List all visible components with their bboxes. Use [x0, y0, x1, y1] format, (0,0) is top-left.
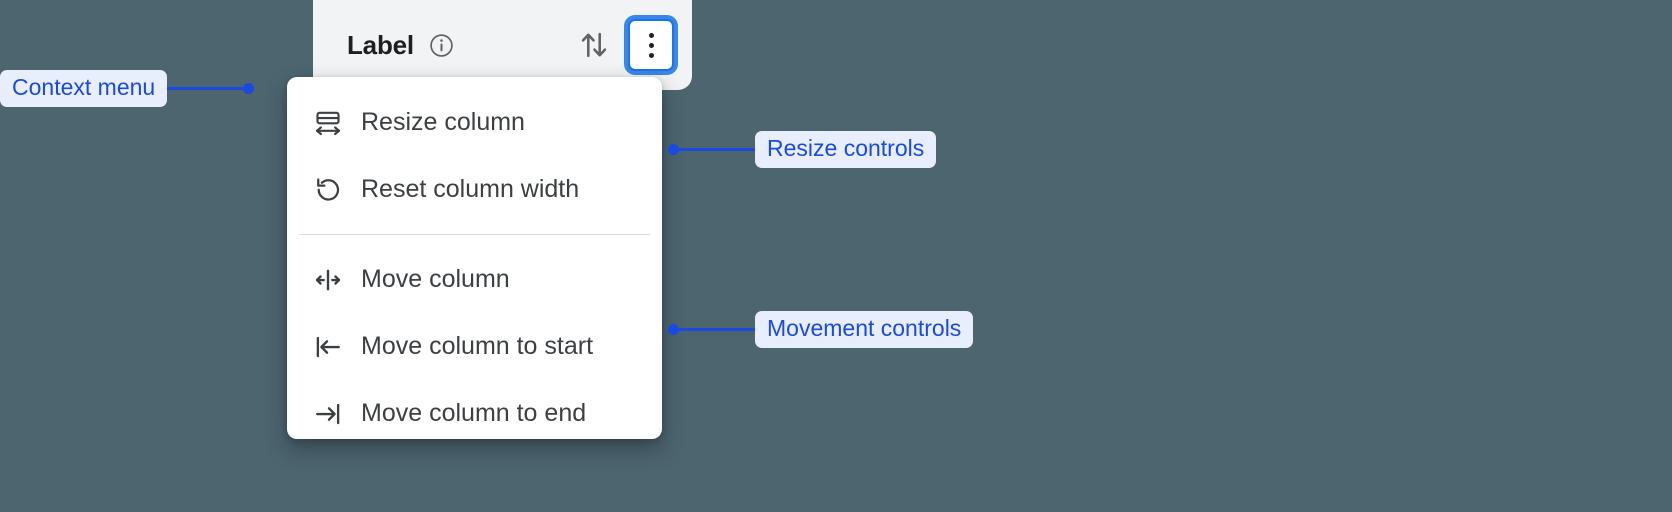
annotation-resize-controls: Resize controls — [668, 131, 937, 168]
menu-item-label: Move column to end — [361, 399, 587, 427]
page-title: Label — [347, 30, 414, 60]
annotation-label: Movement controls — [755, 311, 974, 348]
annotation-dot — [243, 83, 255, 94]
annotation-dot — [668, 144, 679, 155]
reset-rotate-icon — [313, 175, 343, 205]
menu-item-label: Reset column width — [361, 175, 580, 203]
column-header-left: Label — [347, 32, 455, 59]
info-circle-icon[interactable] — [428, 32, 455, 59]
annotation-leader-line — [679, 148, 755, 151]
more-vertical-icon-dot — [648, 42, 654, 48]
context-menu-panel: Resize column Reset column width — [287, 77, 662, 439]
more-vertical-button[interactable] — [628, 19, 674, 71]
move-to-end-icon — [313, 399, 343, 429]
menu-divider — [299, 234, 650, 235]
menu-item-move-column-to-end[interactable]: Move column to end — [287, 380, 662, 447]
menu-item-label: Move column to start — [361, 332, 594, 360]
annotation-dot — [668, 324, 679, 335]
menu-item-move-column[interactable]: Move column — [287, 246, 662, 313]
annotation-context-menu: Context menu — [0, 70, 255, 107]
annotation-leader-line — [167, 87, 244, 90]
menu-item-label: Resize column — [361, 108, 525, 136]
menu-item-resize-column[interactable]: Resize column — [287, 89, 662, 156]
annotation-label: Resize controls — [755, 131, 937, 168]
column-header-actions — [576, 19, 674, 71]
sort-up-down-icon[interactable] — [576, 27, 612, 63]
menu-item-label: Move column — [361, 265, 510, 293]
more-vertical-icon-dot — [648, 52, 654, 58]
more-vertical-icon-dot — [648, 32, 654, 38]
menu-item-move-column-to-start[interactable]: Move column to start — [287, 313, 662, 380]
column-header-card: Label — [313, 0, 692, 90]
annotation-label: Context menu — [0, 70, 168, 107]
move-column-icon — [313, 265, 343, 295]
annotation-leader-line — [679, 328, 755, 331]
resize-column-icon — [313, 108, 343, 138]
menu-item-reset-column-width[interactable]: Reset column width — [287, 156, 662, 223]
annotation-movement-controls: Movement controls — [668, 311, 974, 348]
move-to-start-icon — [313, 332, 343, 362]
